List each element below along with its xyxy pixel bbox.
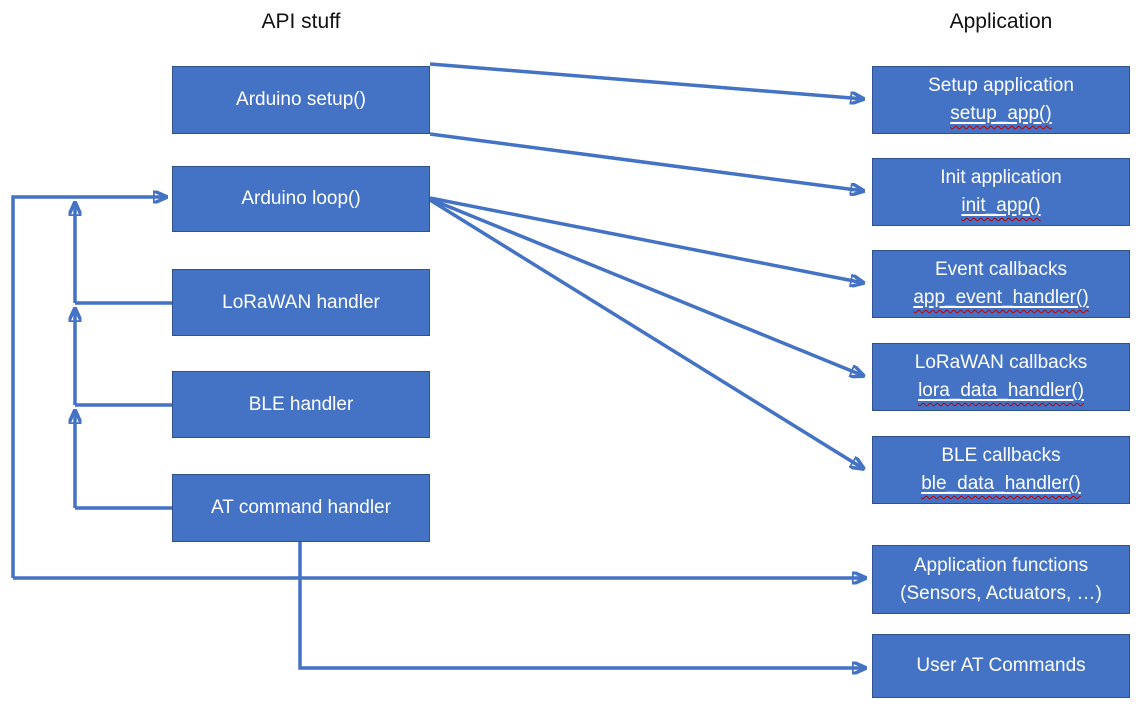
- box-label-line1: Setup application: [928, 75, 1074, 97]
- box-label-line2: setup_app(): [950, 103, 1052, 124]
- box-ble-callbacks: BLE callbacks ble_data_handler(): [872, 436, 1130, 504]
- box-label-line2: init_app(): [961, 195, 1041, 216]
- box-lorawan-handler: LoRaWAN handler: [172, 269, 430, 336]
- left-column-title: API stuff: [261, 10, 341, 33]
- arrow-loop-to-lorawan-callbacks: [429, 197, 864, 376]
- box-label-line2: app_event_handler(): [913, 287, 1089, 308]
- right-column-title: Application: [949, 10, 1053, 33]
- arrow-at-command-to-user-at: [298, 541, 866, 668]
- box-application-functions: Application functions (Sensors, Actuator…: [872, 545, 1130, 614]
- box-ble-handler: BLE handler: [172, 371, 430, 438]
- box-label-line1: Event callbacks: [934, 259, 1067, 281]
- box-label: Arduino setup(): [236, 89, 366, 111]
- box-label: LoRaWAN handler: [222, 291, 380, 313]
- box-init-application: Init application init_app(): [872, 158, 1130, 226]
- box-label-line2: (Sensors, Actuators, …): [900, 582, 1102, 604]
- arrow-loop-to-ble-callbacks: [429, 198, 864, 469]
- arrow-setup-to-init-app: [429, 132, 864, 191]
- box-label-line2: ble_data_handler(): [921, 473, 1081, 494]
- arrow-feedback-to-loop: [11, 197, 167, 578]
- box-label-line1: Application functions: [913, 554, 1089, 576]
- box-arduino-setup: Arduino setup(): [172, 66, 430, 134]
- box-label: Arduino loop(): [241, 188, 361, 210]
- box-label: User AT Commands: [916, 655, 1086, 677]
- box-label: BLE handler: [248, 393, 354, 415]
- box-label-line1: LoRaWAN callbacks: [914, 352, 1088, 374]
- box-event-callbacks: Event callbacks app_event_handler(): [872, 250, 1130, 318]
- box-lorawan-callbacks: LoRaWAN callbacks lora_data_handler(): [872, 343, 1130, 411]
- box-label: AT command handler: [211, 497, 391, 519]
- box-label-line1: BLE callbacks: [941, 445, 1061, 467]
- box-user-at-commands: User AT Commands: [872, 634, 1130, 698]
- box-label-line1: Init application: [940, 167, 1062, 189]
- box-at-command-handler: AT command handler: [172, 474, 430, 542]
- box-setup-application: Setup application setup_app(): [872, 66, 1130, 134]
- box-label-line2: lora_data_handler(): [918, 380, 1084, 401]
- arrow-setup-to-setup-app: [429, 62, 864, 99]
- arrow-loop-to-event-callbacks: [429, 196, 864, 283]
- box-arduino-loop: Arduino loop(): [172, 166, 430, 232]
